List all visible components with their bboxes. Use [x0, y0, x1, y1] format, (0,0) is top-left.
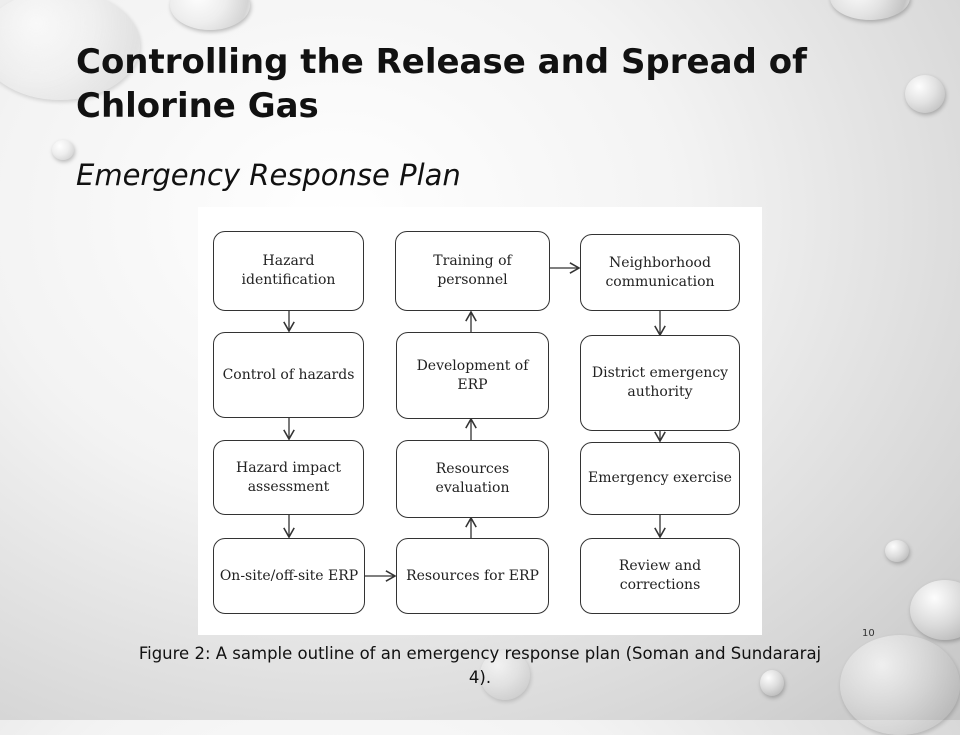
page-number: 10 [862, 628, 875, 639]
water-drop [840, 635, 960, 735]
slide-subtitle: Emergency Response Plan [76, 158, 461, 192]
box-onsite-offsite-erp: On-site/off-site ERP [213, 538, 365, 614]
figure-caption: Figure 2: A sample outline of an emergen… [138, 644, 822, 687]
water-drop [910, 580, 960, 640]
water-drop [52, 140, 74, 160]
water-drop [170, 0, 250, 30]
water-drop [885, 540, 909, 562]
slide-title: Controlling the Release and Spread of Ch… [76, 42, 807, 126]
box-neighborhood-communication: Neighborhood communication [580, 234, 740, 311]
box-control-of-hazards: Control of hazards [213, 332, 364, 418]
emergency-response-plan-diagram: Hazard identification Control of hazards… [198, 207, 762, 635]
box-resources-evaluation: Resources evaluation [396, 440, 549, 518]
box-hazard-impact-assessment: Hazard impact assessment [213, 440, 364, 515]
box-district-emergency-authority: District emergency authority [580, 335, 740, 431]
box-resources-for-erp: Resources for ERP [396, 538, 549, 614]
box-emergency-exercise: Emergency exercise [580, 442, 740, 515]
diagram-arrows [283, 262, 666, 582]
box-review-and-corrections: Review and corrections [580, 538, 740, 614]
box-training-of-personnel: Training of personnel [395, 231, 550, 311]
water-drop [0, 0, 140, 100]
water-drop [830, 0, 910, 20]
water-drop [480, 650, 530, 700]
box-development-of-erp: Development of ERP [396, 332, 549, 419]
water-drop [905, 75, 945, 113]
water-drop [760, 670, 784, 696]
box-hazard-identification: Hazard identification [213, 231, 364, 311]
